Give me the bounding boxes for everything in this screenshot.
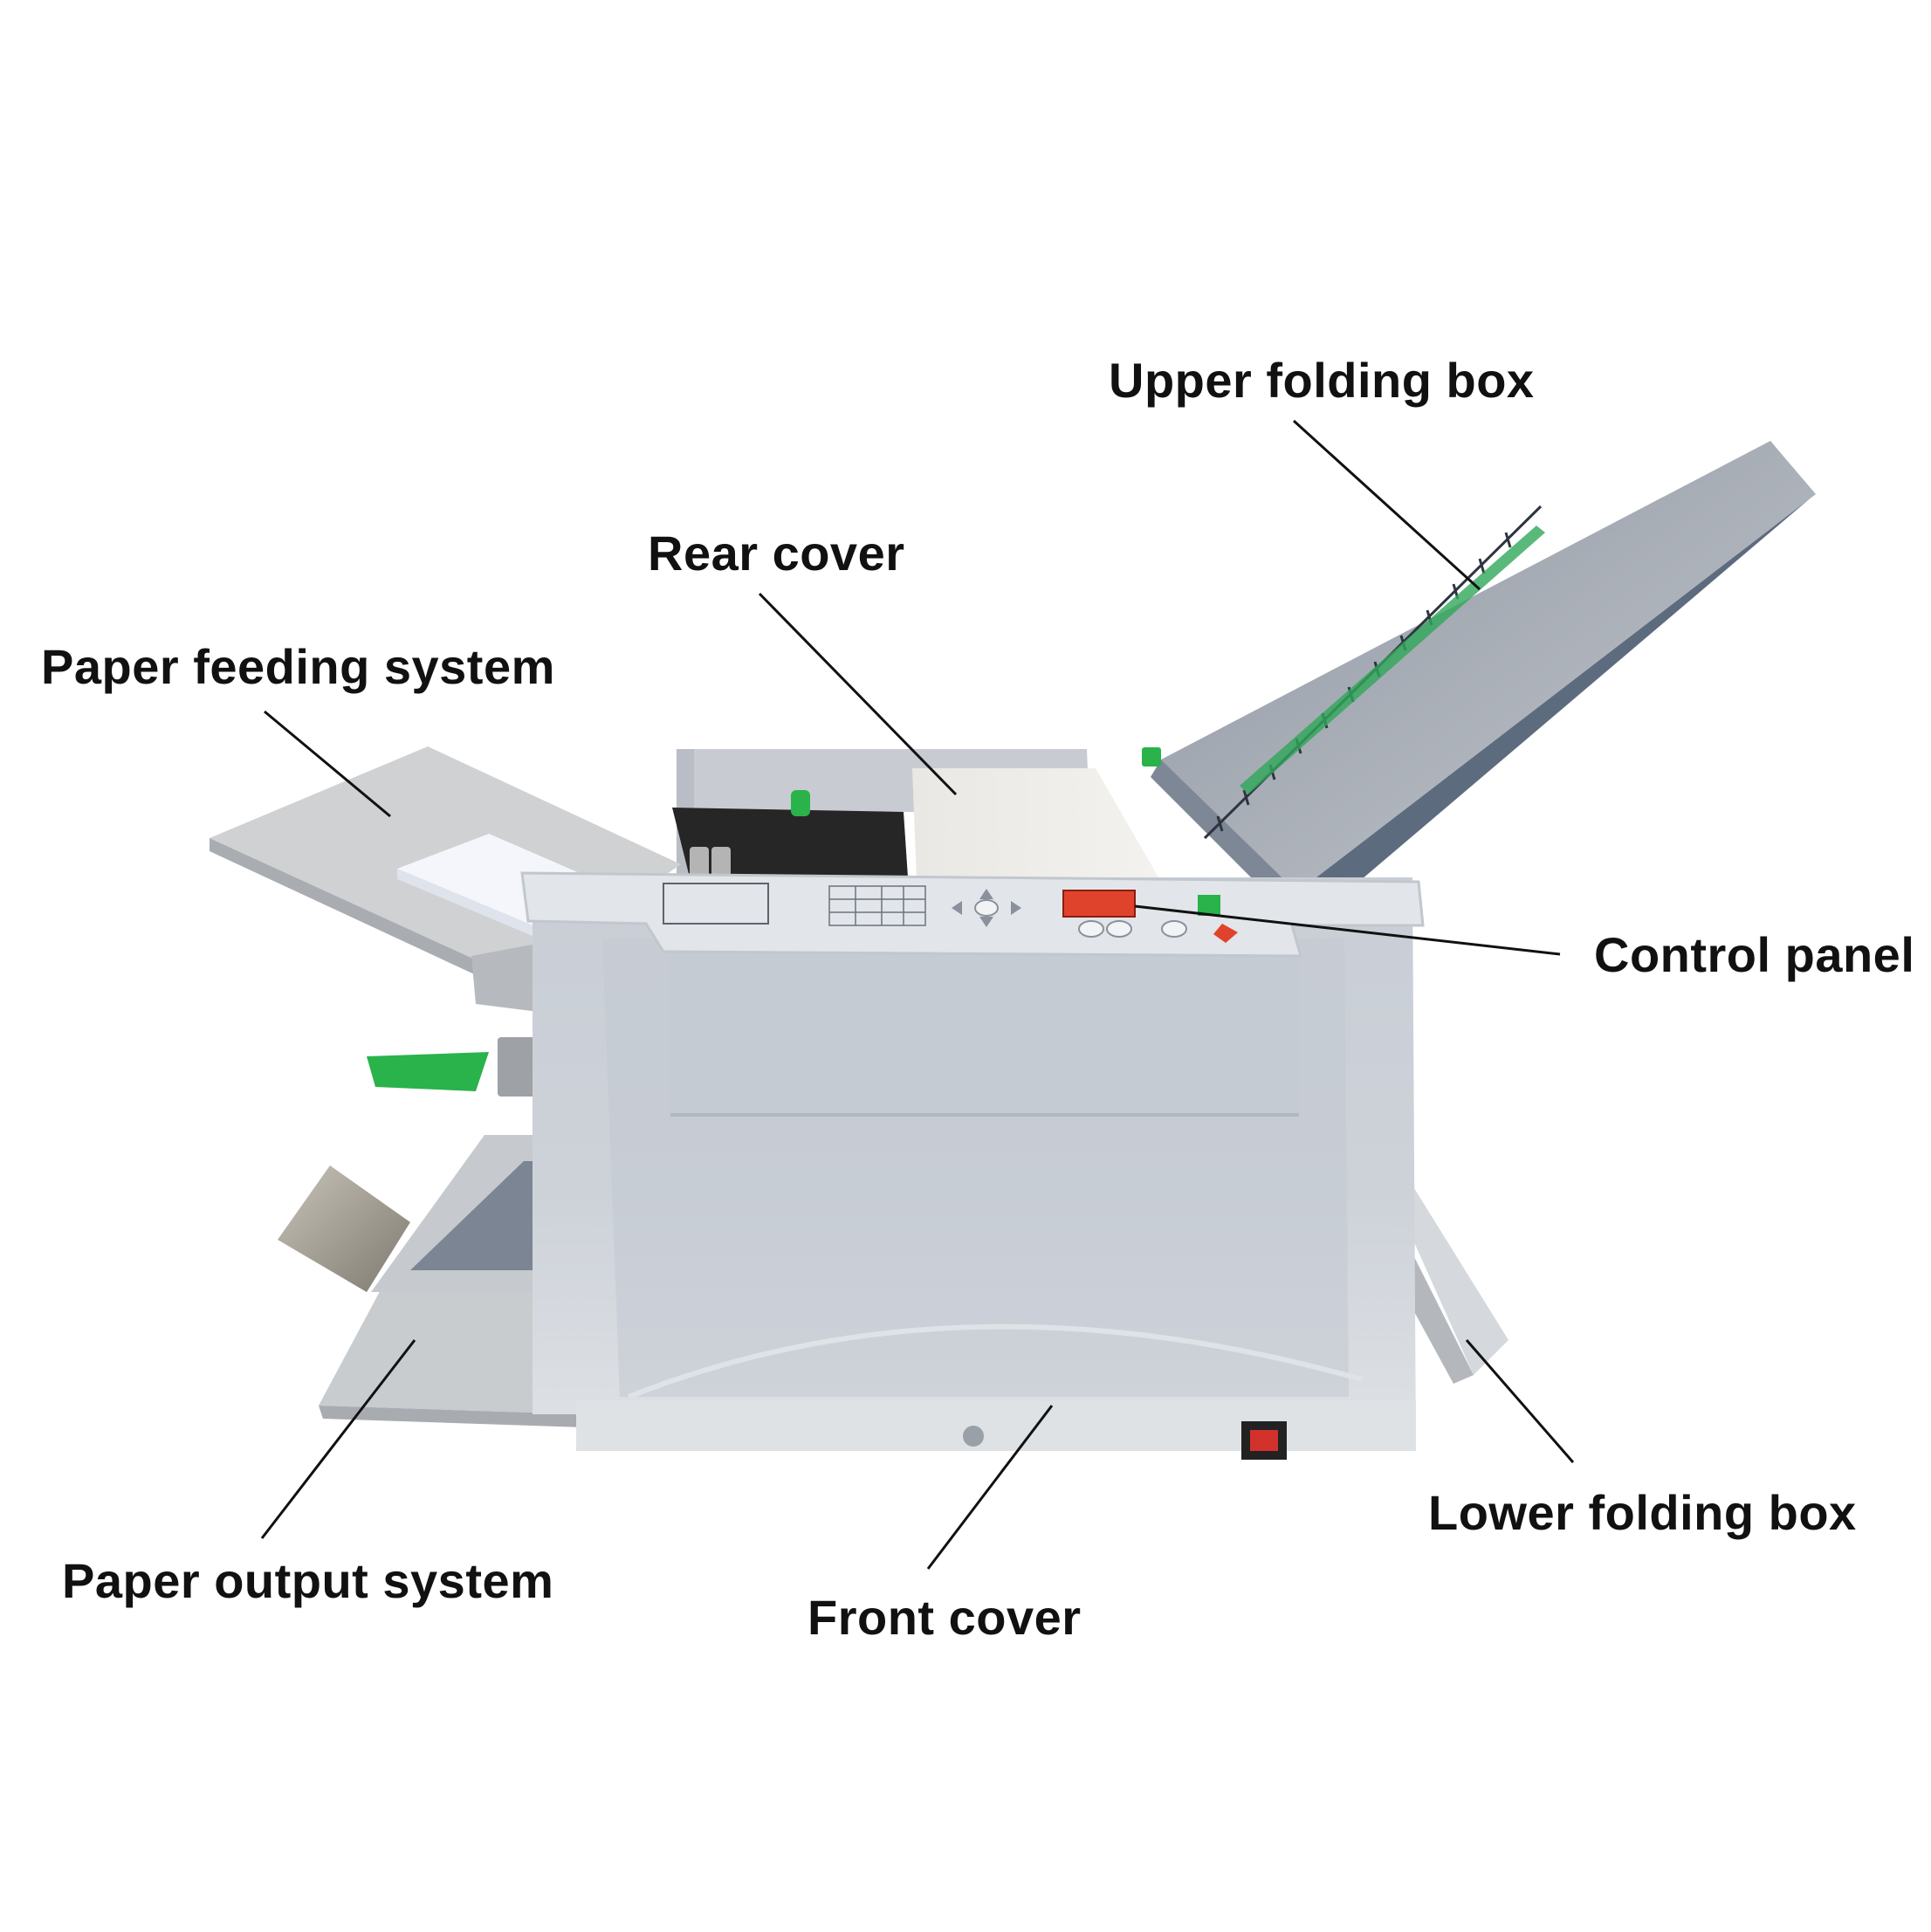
feed-tray-lower	[471, 943, 546, 1013]
feed-guide	[672, 808, 908, 877]
display-screen	[1062, 890, 1136, 918]
leader-rear-cover	[758, 592, 958, 796]
label-paper-feeding-system: Paper feeding system	[41, 639, 555, 694]
function-button-3[interactable]	[1161, 920, 1187, 938]
leader-lines	[260, 419, 1575, 1570]
arrow-down-icon[interactable]	[979, 917, 993, 927]
keypad-center-button[interactable]	[974, 899, 999, 917]
upper-folding-box-top	[1161, 441, 1816, 892]
label-front-cover: Front cover	[807, 1590, 1082, 1645]
front-base	[576, 1401, 1416, 1451]
output-tray-base	[319, 1283, 585, 1414]
feed-knob[interactable]	[791, 790, 810, 816]
upper-folding-box-guide	[1240, 526, 1545, 794]
function-buttons[interactable]	[1078, 920, 1187, 938]
label-lower-folding-box: Lower folding box	[1428, 1485, 1857, 1540]
arrow-up-icon[interactable]	[979, 889, 993, 899]
red-stop-icon[interactable]	[1213, 924, 1238, 943]
label-control-panel: Control panel	[1594, 927, 1914, 982]
lower-folding-box-top	[1384, 1174, 1508, 1375]
machine-body	[533, 877, 1416, 1460]
rear-cover	[912, 768, 1161, 882]
arrow-keypad[interactable]	[952, 889, 1021, 927]
paper-stack-side	[397, 869, 533, 936]
leader-lower-folding-box	[1465, 1339, 1575, 1463]
leader-paper-feeding-system	[264, 710, 391, 818]
settings-table	[828, 885, 926, 926]
function-button-2[interactable]	[1106, 920, 1132, 938]
arrow-left-icon[interactable]	[952, 901, 962, 915]
feed-roller-right	[711, 847, 731, 880]
output-steel-plate	[278, 1165, 410, 1292]
output-tray-lower	[319, 1406, 585, 1427]
callout-labels: Upper folding box Rear cover Paper feedi…	[41, 353, 1914, 1645]
leader-upper-folding-box	[1292, 419, 1481, 591]
paper-output-system	[278, 1135, 585, 1427]
control-panel-frame	[520, 871, 1425, 958]
feed-roller-left	[690, 847, 709, 880]
green-lever[interactable]	[367, 1037, 537, 1097]
front-handle-band	[670, 945, 1299, 1115]
arrow-right-icon[interactable]	[1011, 901, 1021, 915]
leader-control-panel	[1134, 904, 1561, 956]
feed-tray-edge	[210, 838, 519, 995]
function-button-1[interactable]	[1078, 920, 1104, 938]
upper-folding-box	[1142, 441, 1816, 938]
fold-diagram	[663, 883, 769, 925]
label-paper-output-system: Paper output system	[62, 1553, 553, 1608]
power-switch[interactable]	[1250, 1430, 1278, 1451]
front-hole	[963, 1426, 984, 1447]
leader-paper-output-system	[260, 1339, 416, 1539]
green-arrow-icon[interactable]	[1198, 895, 1220, 916]
front-curve	[627, 1324, 1363, 1399]
label-rear-cover: Rear cover	[648, 526, 905, 581]
label-upper-folding-box: Upper folding box	[1109, 353, 1535, 408]
upper-guide-knob[interactable]	[1142, 747, 1161, 767]
leader-front-cover	[926, 1405, 1054, 1570]
upper-folding-box-edge	[1151, 760, 1297, 904]
output-tray-stripe	[410, 1161, 559, 1270]
control-panel	[520, 871, 1425, 958]
